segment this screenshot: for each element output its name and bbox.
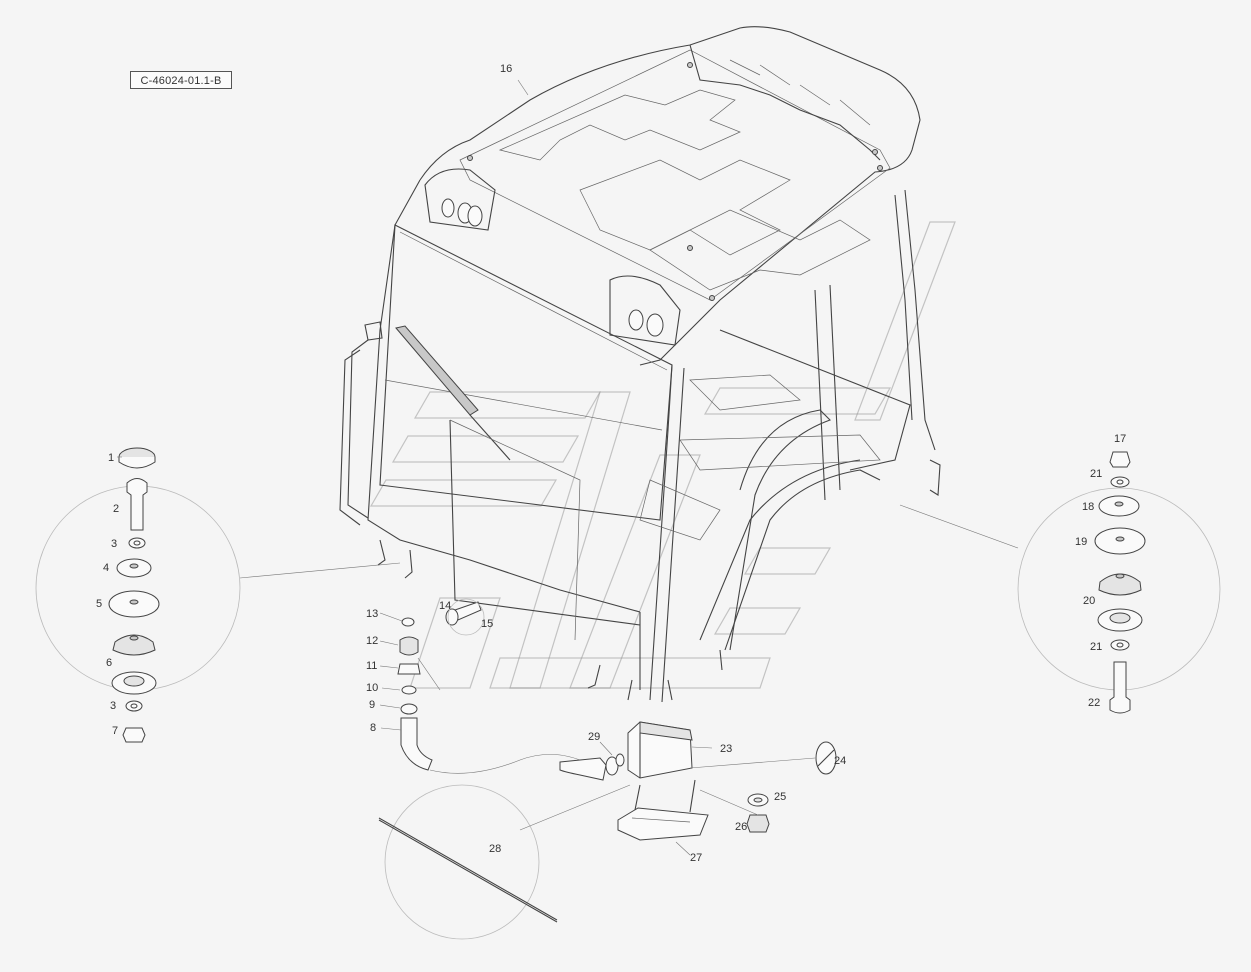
hose-fittings	[397, 598, 601, 774]
leader-lines	[117, 79, 713, 856]
callout-4: 4	[103, 562, 109, 574]
callout-27: 27	[690, 852, 702, 864]
callout-18: 18	[1082, 501, 1094, 513]
callout-21a: 21	[1090, 468, 1102, 480]
callout-14: 14	[439, 600, 451, 612]
cable-part	[378, 817, 558, 923]
right-mount-parts	[899, 451, 1146, 714]
callout-28: 28	[489, 843, 501, 855]
callout-12: 12	[366, 635, 378, 647]
callout-25: 25	[774, 791, 786, 803]
callout-3a: 3	[111, 538, 117, 550]
cab-assembly	[339, 26, 941, 703]
callout-16: 16	[500, 63, 512, 75]
heater-unit	[519, 721, 837, 841]
callout-29: 29	[588, 731, 600, 743]
callout-labels: 1 2 3 4 5 6 3 7 8 9 10 11 12 13 14 15 16…	[96, 63, 1126, 864]
callout-5: 5	[96, 598, 102, 610]
callout-11: 11	[366, 660, 377, 672]
callout-21b: 21	[1090, 641, 1102, 653]
left-mount-parts	[108, 447, 401, 743]
callout-8: 8	[370, 722, 376, 734]
callout-2: 2	[113, 503, 119, 515]
callout-3b: 3	[110, 700, 116, 712]
drawing-code-label: C-46024-01.1-B	[130, 71, 232, 89]
callout-24: 24	[834, 755, 846, 767]
callout-15: 15	[481, 618, 493, 630]
callout-7: 7	[112, 725, 118, 737]
callout-1: 1	[108, 452, 114, 464]
callout-6: 6	[106, 657, 112, 669]
callout-22: 22	[1088, 697, 1100, 709]
callout-10: 10	[366, 682, 378, 694]
callout-26: 26	[735, 821, 747, 833]
callout-23: 23	[720, 743, 732, 755]
detail-circle-cable	[384, 784, 540, 940]
callout-20: 20	[1083, 595, 1095, 607]
callout-19: 19	[1075, 536, 1087, 548]
callout-9: 9	[369, 699, 375, 711]
callout-13: 13	[366, 608, 378, 620]
watermark-logo	[369, 221, 956, 689]
callout-17: 17	[1114, 433, 1126, 445]
